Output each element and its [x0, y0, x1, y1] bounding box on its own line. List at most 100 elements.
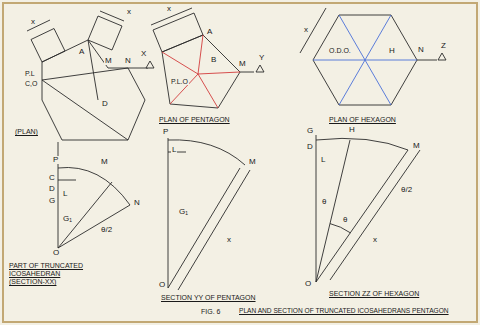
figure-number: FIG. 6 — [200, 308, 221, 315]
plan-outline — [42, 40, 145, 140]
tab-square — [31, 29, 65, 63]
radius-line — [198, 74, 218, 108]
dimension-line — [100, 11, 124, 21]
vertical-axis — [316, 135, 317, 282]
section-arrow — [438, 53, 446, 60]
angle-label: θ/2 — [100, 226, 113, 234]
hexagon — [313, 15, 417, 105]
cutting-line — [128, 68, 148, 69]
dimension-label: x — [30, 18, 36, 26]
radius-line — [170, 74, 198, 104]
view-title: SECTION ZZ OF HEXAGON — [328, 290, 420, 297]
point-label: G — [48, 197, 56, 205]
point-label: M — [412, 142, 421, 150]
section-line — [58, 182, 112, 248]
point-label: O — [158, 281, 166, 289]
dimension-label: x — [303, 26, 309, 34]
frame — [3, 3, 477, 322]
right-panel — [300, 8, 446, 282]
point-label: G — [306, 127, 314, 135]
section-line — [316, 150, 408, 282]
point-label: O — [52, 249, 60, 257]
point-label: D — [306, 143, 314, 151]
point-label: N — [124, 57, 132, 65]
angle-arc — [330, 224, 350, 233]
vertical-axis — [168, 138, 169, 288]
view-title: PART OF TRUNCATED ICOSAHEDRAN (SECTION-X… — [8, 262, 94, 286]
section-line — [316, 140, 350, 282]
point-label: L — [62, 190, 68, 198]
section-mark: Y — [258, 54, 265, 62]
point-label: H — [388, 47, 396, 55]
point-label: M — [248, 158, 257, 166]
point-label: H — [348, 126, 356, 134]
point-label: C,O — [24, 80, 38, 87]
point-label: A — [206, 28, 213, 36]
point-label: O — [304, 280, 312, 288]
section-arrow — [256, 65, 264, 72]
figure-caption: PLAN AND SECTION OF TRUNCATED ICOSAHEDRA… — [238, 308, 450, 315]
radius-line — [339, 60, 365, 105]
dimension-label: x — [372, 236, 378, 244]
section-arc — [168, 140, 245, 165]
radius-line — [198, 72, 240, 74]
dimension-label: x — [226, 236, 232, 244]
cutting-line — [417, 60, 437, 61]
point-label: N — [417, 46, 425, 54]
point-label: C — [48, 174, 56, 182]
plan-line — [42, 68, 128, 80]
view-title: (PLAN) — [14, 128, 39, 135]
section-arc — [58, 167, 130, 205]
point-label: B — [210, 56, 217, 64]
plan-line — [88, 40, 98, 100]
radius-line — [162, 52, 198, 74]
point-label: P — [52, 156, 59, 164]
view-title: PLAN OF HEXAGON — [328, 116, 397, 123]
hexagon-radii — [313, 15, 417, 105]
view-title: PLAN OF PENTAGON — [158, 116, 231, 123]
point-label: N — [133, 199, 141, 207]
plan-line — [42, 80, 128, 140]
point-label: M — [100, 158, 109, 166]
point-label: P — [162, 128, 169, 136]
angle-label: θ — [321, 198, 327, 206]
cutting-line — [240, 72, 254, 73]
section-line — [330, 150, 420, 280]
section-arrow — [146, 61, 154, 68]
left-panel — [27, 11, 154, 248]
dimension-line — [300, 8, 326, 53]
point-label: M — [238, 60, 247, 68]
point-label: M — [104, 57, 113, 65]
point-label: P.L — [24, 70, 36, 77]
section-mark: X — [140, 50, 147, 58]
angle-label: G₁ — [62, 215, 73, 223]
middle-panel — [151, 8, 264, 290]
section-mark: Z — [440, 42, 447, 50]
angle-label: θ — [342, 216, 348, 224]
section-arc — [316, 138, 408, 150]
radius-line — [198, 35, 203, 74]
radius-line — [365, 60, 417, 61]
point-label: D — [101, 100, 109, 108]
point-label: A — [78, 48, 85, 56]
radius-line — [365, 60, 391, 105]
dimension-label: x — [126, 8, 132, 16]
point-label: P.L.O — [170, 78, 189, 85]
pentagon — [162, 35, 240, 108]
section-line — [178, 170, 250, 290]
angle-label: θ/2 — [400, 186, 413, 194]
angle-label: G₁ — [178, 208, 189, 216]
point-label: O.D.O. — [328, 47, 352, 54]
view-title: SECTION YY OF PENTAGON — [160, 294, 257, 301]
tab-square — [88, 16, 122, 50]
section-line — [168, 168, 240, 288]
section-line — [58, 180, 76, 181]
radius-line — [313, 60, 365, 61]
point-label: L — [320, 156, 326, 164]
pentagon-radii — [162, 35, 240, 108]
dimension-label: x — [166, 5, 172, 13]
tab-square — [153, 13, 203, 52]
point-label: D — [48, 185, 56, 193]
